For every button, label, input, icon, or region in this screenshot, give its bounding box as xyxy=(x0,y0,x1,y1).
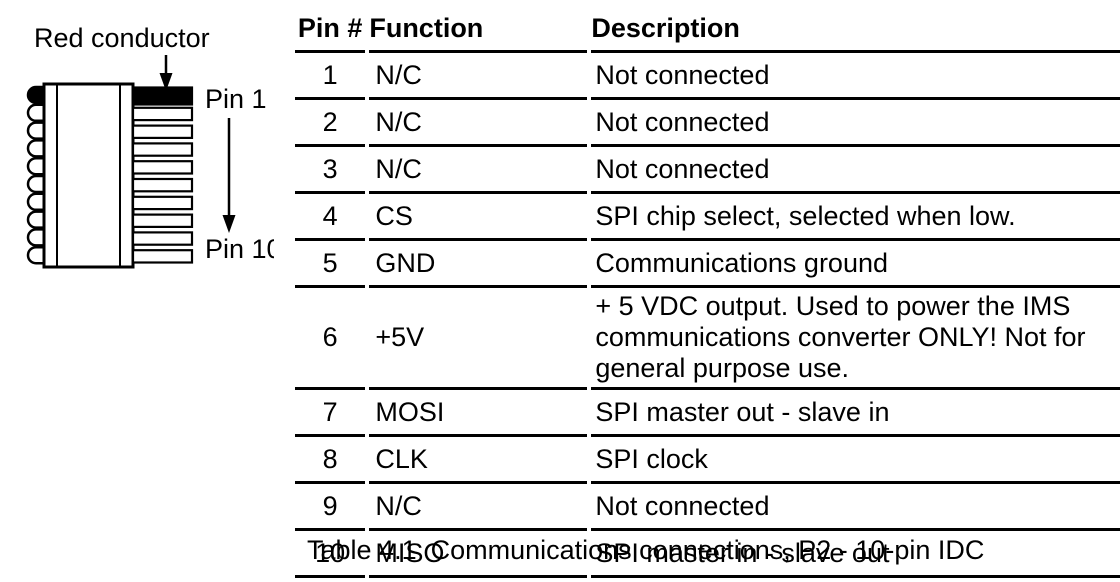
pin-number-cell: 9 xyxy=(295,484,366,531)
pin-number-cell: 4 xyxy=(295,194,366,241)
connector-diagram xyxy=(26,55,236,269)
function-cell: N/C xyxy=(369,100,588,147)
pin-number-cell: 6 xyxy=(295,288,366,390)
pin10-label: Pin 10 xyxy=(205,234,274,264)
description-cell: Not connected xyxy=(591,484,1120,531)
table-row: 10 MISO SPI master in - slave out xyxy=(295,531,1120,578)
ribbon-conductor xyxy=(131,106,194,122)
ribbon-conductor xyxy=(131,249,194,264)
ribbon-conductor xyxy=(131,195,194,211)
table-row: 1 N/C Not connected xyxy=(295,53,1120,100)
function-cell: CS xyxy=(369,194,588,241)
connector-body xyxy=(42,82,135,269)
column-header-description: Description xyxy=(591,0,1120,53)
connector-figure: Red conductor Pin 1 Pin 10 xyxy=(0,0,274,582)
function-cell: +5V xyxy=(369,288,588,390)
function-cell: CLK xyxy=(369,437,588,484)
pin-number-cell: 7 xyxy=(295,390,366,437)
ribbon-conductor xyxy=(131,177,194,193)
pin1-label: Pin 1 xyxy=(205,84,267,114)
description-cell: Not connected xyxy=(591,53,1120,100)
ribbon-conductor xyxy=(131,142,194,157)
column-header-function: Function xyxy=(369,0,588,53)
description-cell: SPI master in - slave out xyxy=(591,531,1120,578)
ribbon-conductor-red xyxy=(131,86,194,106)
function-cell: MOSI xyxy=(369,390,588,437)
pin-number-cell: 2 xyxy=(295,100,366,147)
pin-table-header: Pin # Function Description xyxy=(295,0,1120,53)
table-row: 7 MOSI SPI master out - slave in xyxy=(295,390,1120,437)
table-row: 2 N/C Not connected xyxy=(295,100,1120,147)
red-conductor-arrow xyxy=(159,55,173,91)
function-cell: N/C xyxy=(369,53,588,100)
table-row: 4 CS SPI chip select, selected when low. xyxy=(295,194,1120,241)
pin-table-body: 1 N/C Not connected 2 N/C Not connected … xyxy=(295,53,1120,578)
ribbon-conductors xyxy=(131,86,194,264)
table-row: 6 +5V + 5 VDC output. Used to power the … xyxy=(295,288,1120,390)
table-caption: Table 4.1 Communications connections, P2 … xyxy=(307,535,984,566)
red-conductor-label: Red conductor xyxy=(34,23,210,53)
function-cell: GND xyxy=(369,241,588,288)
table-caption-text: Communications connections, P2 - 10-pin … xyxy=(430,535,985,565)
table-row: 8 CLK SPI clock xyxy=(295,437,1120,484)
ribbon-conductor xyxy=(131,231,194,246)
description-cell: SPI master out - slave in xyxy=(591,390,1120,437)
description-cell: SPI chip select, selected when low. xyxy=(591,194,1120,241)
pin-number-cell: 8 xyxy=(295,437,366,484)
ribbon-conductor xyxy=(131,124,194,139)
pin1-to-pin10-arrow xyxy=(222,118,236,233)
table-caption-number: Table 4.1 xyxy=(307,535,417,565)
pin-number-cell: 5 xyxy=(295,241,366,288)
description-cell: Not connected xyxy=(591,147,1120,194)
description-cell: SPI clock xyxy=(591,437,1120,484)
pin-number-cell: 3 xyxy=(295,147,366,194)
ribbon-conductor xyxy=(131,160,194,175)
description-cell: Not connected xyxy=(591,100,1120,147)
description-cell: + 5 VDC output. Used to power the IMS co… xyxy=(591,288,1120,390)
function-cell: N/C xyxy=(369,484,588,531)
column-header-pin: Pin # xyxy=(295,0,366,53)
table-row: 3 N/C Not connected xyxy=(295,147,1120,194)
ribbon-conductor xyxy=(131,213,194,229)
function-cell: MISO xyxy=(369,531,588,578)
pin-number-cell: 1 xyxy=(295,53,366,100)
description-cell: Communications ground xyxy=(591,241,1120,288)
table-row: 5 GND Communications ground xyxy=(295,241,1120,288)
function-cell: N/C xyxy=(369,147,588,194)
table-row: 9 N/C Not connected xyxy=(295,484,1120,531)
pin-number-cell: 10 xyxy=(295,531,366,578)
pin-table: Pin # Function Description 1 N/C Not con… xyxy=(291,0,1120,578)
